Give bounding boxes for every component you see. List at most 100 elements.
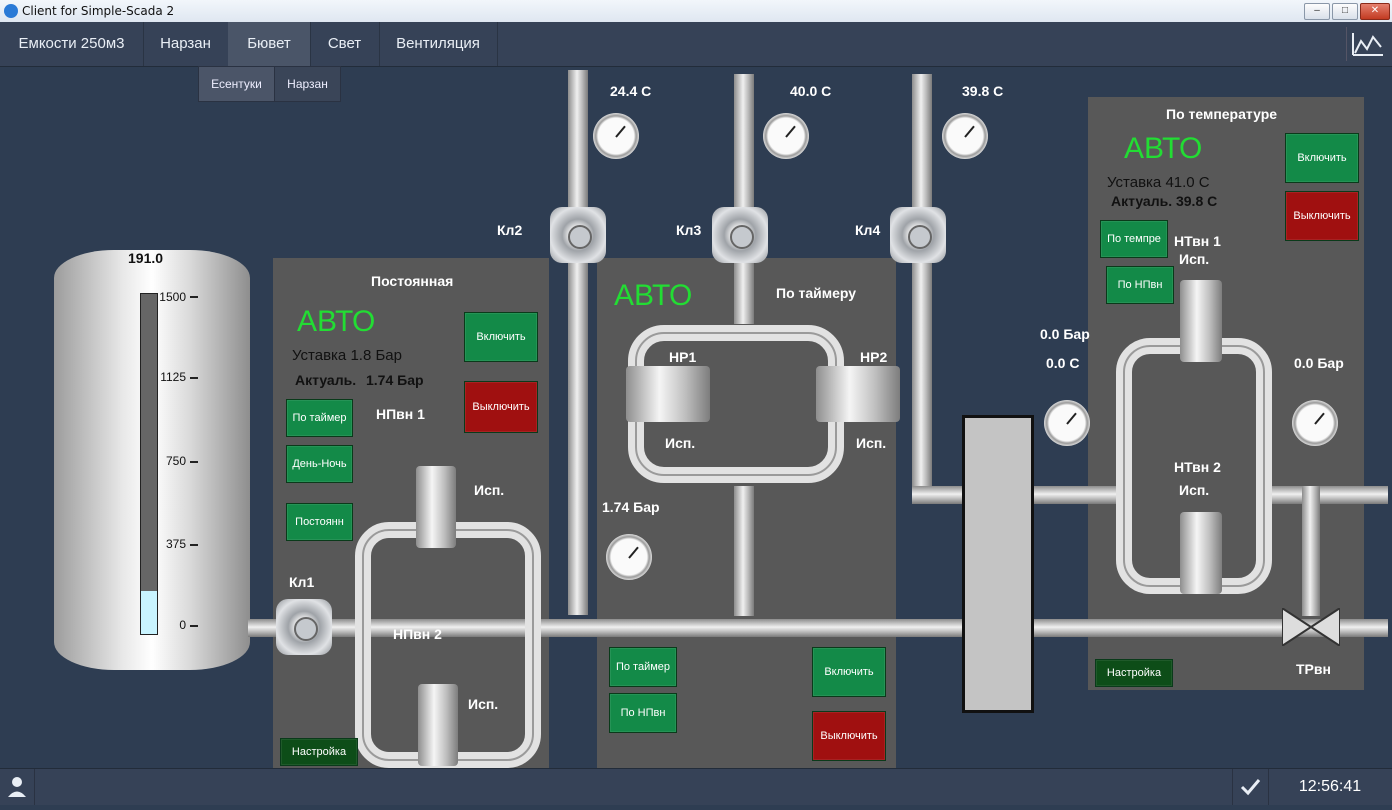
gauge-icon (942, 113, 988, 159)
temp-reading-1: 24.4 С (610, 83, 652, 99)
subtab-esentuki[interactable]: Есентуки (198, 66, 275, 102)
left-off-button[interactable]: Выключить (464, 381, 538, 433)
pump-icon[interactable] (1180, 512, 1222, 594)
pump-icon[interactable] (418, 684, 458, 766)
pump-icon[interactable] (1180, 280, 1222, 362)
pipe (912, 486, 964, 504)
out-pressure-reading: 0.0 Бар (1294, 355, 1344, 371)
temp-reading-3: 39.8 С (962, 83, 1004, 99)
left-mode-timer-button[interactable]: По таймер (286, 399, 353, 437)
tick-750: 750 (165, 454, 186, 468)
pump-icon[interactable] (416, 466, 456, 548)
right-setpoint: Уставка 41.0 С (1107, 174, 1210, 191)
gauge-icon (763, 113, 809, 159)
pipe (568, 70, 588, 615)
valve-kl3-icon[interactable] (712, 207, 768, 263)
mid-pump2-status: Исп. (856, 435, 887, 451)
tick-1125: 1125 (160, 370, 186, 384)
left-pump2-status: Исп. (468, 696, 499, 712)
left-pump1-label: НПвн 1 (376, 406, 425, 422)
check-icon (1240, 779, 1261, 796)
tank-level-scale (140, 293, 158, 635)
tab-buvet[interactable]: Бювет (228, 22, 311, 66)
minimize-button[interactable]: – (1304, 3, 1330, 20)
tab-svet[interactable]: Свет (310, 22, 380, 66)
valve-kl2-icon[interactable] (550, 207, 606, 263)
pipe (1028, 486, 1124, 504)
left-pump2-label: НПвн 2 (393, 626, 442, 642)
tick-0: 0 (179, 618, 186, 632)
valve-kl4-label: Кл4 (855, 222, 881, 238)
mid-pump1-status: Исп. (665, 435, 696, 451)
gauge-icon (1044, 400, 1090, 446)
acknowledge-button[interactable] (1233, 769, 1267, 805)
close-button[interactable]: ✕ (1360, 3, 1390, 20)
left-settings-button[interactable]: Настройка (280, 738, 358, 766)
user-icon (8, 777, 26, 797)
valve-tr-icon[interactable] (1282, 608, 1340, 646)
valve-kl1-label: Кл1 (289, 574, 315, 590)
heat-exchanger[interactable] (962, 415, 1034, 713)
mid-on-button[interactable]: Включить (812, 647, 886, 697)
tab-emkosti[interactable]: Емкости 250м3 (0, 22, 144, 66)
left-panel-title: Постоянная (371, 273, 454, 289)
tab-ventilyatsiya[interactable]: Вентиляция (379, 22, 498, 66)
valve-kl4-icon[interactable] (890, 207, 946, 263)
valve-kl2-label: Кл2 (497, 222, 523, 238)
right-pump2-status: Исп. (1179, 482, 1210, 498)
tank-level-fill (141, 590, 157, 634)
maximize-button[interactable]: □ (1332, 3, 1358, 20)
chart-icon (1352, 33, 1383, 56)
user-button[interactable] (0, 769, 34, 805)
left-mode-auto: АВТО (297, 305, 376, 338)
mid-mode-npvn-button[interactable]: По НПвн (609, 693, 677, 733)
clock: 12:56:41 (1298, 778, 1362, 795)
app-icon (4, 4, 18, 18)
window-titlebar: Client for Simple-Scada 2 – □ ✕ (0, 0, 1392, 23)
right-settings-button[interactable]: Настройка (1095, 659, 1173, 687)
gauge-icon (1292, 400, 1338, 446)
pipe (1302, 486, 1320, 616)
pump-icon[interactable] (626, 366, 710, 422)
gauge-icon (606, 534, 652, 580)
pipe (734, 74, 754, 324)
pressure-reading-main: 1.74 Бар (602, 499, 660, 515)
pipe (912, 74, 932, 494)
mid-panel-title: По таймеру (776, 285, 857, 301)
subtab-narzan[interactable]: Нарзан (274, 66, 341, 102)
mid-mode-timer-button[interactable]: По таймер (609, 647, 677, 687)
right-on-button[interactable]: Включить (1285, 133, 1359, 183)
mid-pump2-label: НР2 (860, 349, 888, 365)
trend-chart-button[interactable] (1346, 27, 1387, 61)
valve-tr-label: ТРвн (1296, 661, 1331, 677)
tab-narzan[interactable]: Нарзан (143, 22, 229, 66)
mid-off-button[interactable]: Выключить (812, 711, 886, 761)
right-pump1-label: НТвн 1 (1174, 233, 1221, 249)
main-nav: Емкости 250м3 Нарзан Бювет Свет Вентиляц… (0, 22, 1392, 67)
tick-mark (190, 625, 198, 627)
mid-pump1-label: НР1 (669, 349, 697, 365)
left-setpoint: Уставка 1.8 Бар (292, 347, 402, 364)
valve-kl3-label: Кл3 (676, 222, 702, 238)
hx-pressure-reading: 0.0 Бар (1040, 326, 1090, 342)
right-pump2-label: НТвн 2 (1174, 459, 1221, 475)
gauge-icon (593, 113, 639, 159)
pipe (734, 486, 754, 616)
tick-mark (190, 296, 198, 298)
left-mode-daynight-button[interactable]: День-Ночь (286, 445, 353, 483)
right-actual: Актуаль. 39.8 С (1111, 193, 1218, 209)
valve-kl1-icon[interactable] (276, 599, 332, 655)
pump-icon[interactable] (816, 366, 900, 422)
left-actual-label: Актуаль. (295, 372, 357, 388)
status-bar: 12:56:41 (0, 768, 1392, 805)
tick-mark (190, 544, 198, 546)
right-off-button[interactable]: Выключить (1285, 191, 1359, 241)
left-on-button[interactable]: Включить (464, 312, 538, 362)
left-mode-constant-button[interactable]: Постоянн (286, 503, 353, 541)
tick-1500: 1500 (159, 290, 186, 304)
right-mode-npvn-button[interactable]: По НПвн (1106, 266, 1174, 304)
window-title: Client for Simple-Scada 2 (22, 4, 175, 18)
tick-mark (190, 461, 198, 463)
right-mode-temp-button[interactable]: По темпре (1100, 220, 1168, 258)
tank-level-value: 191.0 (128, 250, 164, 266)
